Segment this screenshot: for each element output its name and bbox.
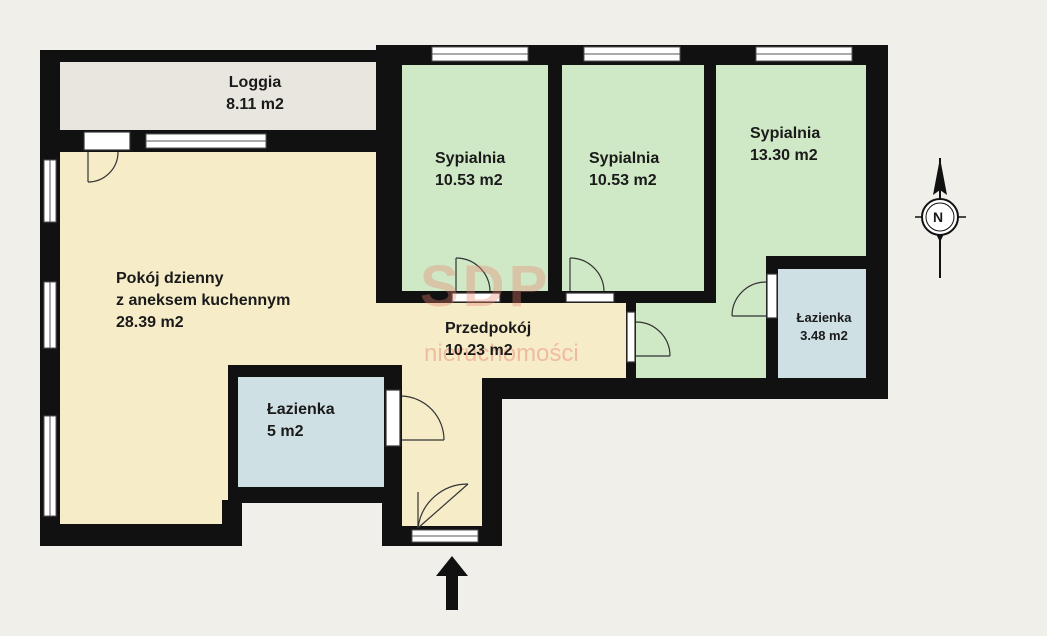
bedroom-1-label: Sypialnia 10.53 m2 [435, 148, 505, 192]
bedroom-2-area: 10.53 m2 [589, 172, 657, 189]
bathroom-small-label: Łazienka 3.48 m2 [786, 309, 862, 345]
bathroom-small-area: 3.48 m2 [800, 328, 848, 343]
hall-name: Przedpokój [445, 320, 532, 337]
bedroom-1-area: 10.53 m2 [435, 172, 503, 189]
bedroom-3-label: Sypialnia 13.30 m2 [750, 123, 820, 167]
bedroom-2-floor [562, 65, 704, 291]
doors [83, 131, 778, 529]
bedroom-3-floor [636, 65, 866, 378]
loggia-label: Loggia 8.11 m2 [205, 72, 305, 116]
loggia-area: 8.11 m2 [226, 96, 284, 113]
bedroom-1-floor [402, 65, 548, 291]
hall-label: Przedpokój 10.23 m2 [445, 318, 531, 362]
entrance-arrow-icon [436, 556, 468, 610]
bathroom-area: 5 m2 [267, 423, 304, 440]
bedroom-2-label: Sypialnia 10.53 m2 [589, 148, 659, 192]
living-room-label: Pokój dzienny z aneksem kuchennym 28.39 … [116, 268, 290, 334]
living-room-name-line1: Pokój dzienny [116, 270, 224, 287]
loggia-name: Loggia [228, 74, 282, 91]
bathroom-small-name: Łazienka [796, 310, 852, 325]
bedroom-3-area: 13.30 m2 [750, 147, 818, 164]
hall-floor [386, 303, 628, 378]
living-room-area: 28.39 m2 [116, 314, 184, 331]
bathroom-label: Łazienka 5 m2 [267, 399, 335, 443]
windows [43, 46, 853, 543]
hall-area: 10.23 m2 [445, 342, 513, 359]
living-room-name-line2: z aneksem kuchennym [116, 292, 291, 309]
compass-north-label: N [933, 209, 944, 225]
loggia-floor [60, 62, 376, 130]
bathroom-floor [238, 377, 384, 487]
bathroom-small-floor [778, 269, 868, 378]
bedroom-1-name: Sypialnia [435, 150, 506, 167]
bedroom-2-name: Sypialnia [589, 150, 660, 167]
north-compass-icon [915, 158, 966, 278]
bedroom-3-name: Sypialnia [750, 125, 821, 142]
living-room-floor [60, 152, 628, 528]
bathroom-name: Łazienka [267, 401, 335, 418]
